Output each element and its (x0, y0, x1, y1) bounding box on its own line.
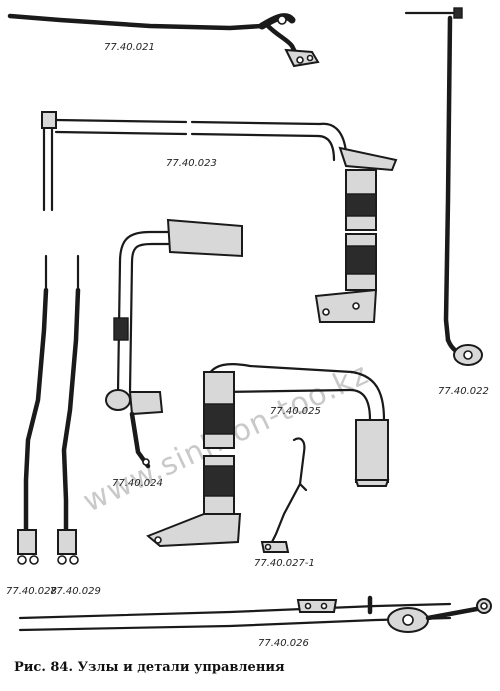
part-77-40-022: 77.40.022 (404, 7, 489, 397)
part-77-40-029: 77.40.029 (50, 254, 101, 597)
label-77-40-021: 77.40.021 (104, 42, 155, 53)
label-77-40-029: 77.40.029 (50, 586, 101, 597)
part-77-40-024: 77.40.024 (105, 218, 243, 489)
part-77-40-028: 77.40.028 (6, 254, 57, 597)
label-77-40-028: 77.40.028 (6, 586, 57, 597)
part-77-40-025: 77.40.025 (146, 363, 390, 548)
label-77-40-022: 77.40.022 (438, 386, 489, 397)
part-77-40-027-1: 77.40.027-1 (254, 437, 315, 569)
label-77-40-024: 77.40.024 (112, 478, 163, 489)
figure-caption: Рис. 84. Узлы и детали управления (14, 660, 285, 675)
label-77-40-025: 77.40.025 (270, 406, 321, 417)
label-77-40-026: 77.40.026 (258, 638, 309, 649)
part-77-40-021: 77.40.021 (7, 13, 320, 68)
label-77-40-023: 77.40.023 (166, 158, 217, 169)
label-77-40-027-1: 77.40.027-1 (254, 558, 315, 569)
part-77-40-023: 77.40.023 (41, 111, 398, 323)
part-77-40-026: 77.40.026 (18, 595, 492, 649)
